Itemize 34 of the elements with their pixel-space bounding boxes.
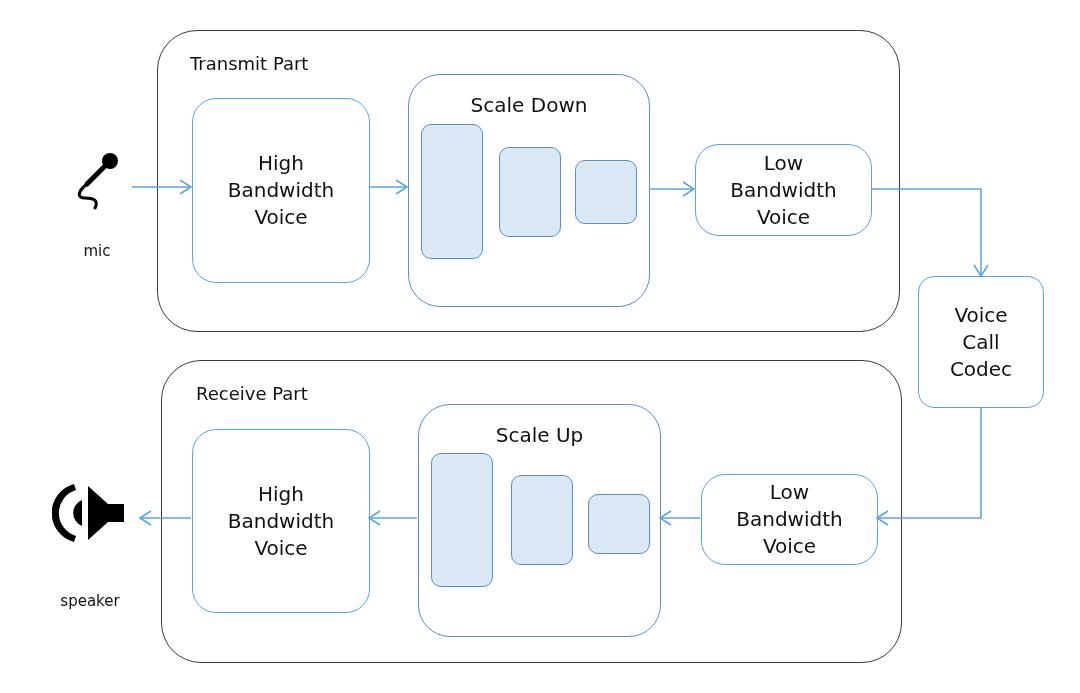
arrow	[368, 179, 408, 195]
filter-block	[588, 494, 650, 554]
group-title: Receive Part	[196, 383, 308, 404]
stage-box	[418, 404, 661, 637]
filter-block	[421, 124, 483, 259]
arrow	[659, 510, 701, 526]
filter-block	[575, 160, 637, 224]
stage-box	[408, 74, 650, 307]
filter-block	[431, 453, 493, 587]
icon-label: speaker	[60, 592, 120, 610]
arrow	[139, 510, 192, 526]
process-box	[918, 276, 1044, 408]
stage-title: Scale Up	[494, 423, 585, 447]
process-box	[192, 429, 370, 613]
box-text: Low Bandwidth Voice	[730, 149, 837, 231]
stage-title: Scale Down	[469, 93, 589, 117]
filter-block	[499, 147, 561, 237]
box-text: Low Bandwidth Voice	[736, 479, 843, 560]
arrow	[876, 407, 982, 526]
filter-block	[511, 475, 573, 565]
arrow	[648, 181, 695, 197]
group-panel	[161, 360, 902, 663]
arrow	[870, 188, 989, 277]
process-box	[695, 144, 872, 236]
group-title: Transmit Part	[190, 53, 309, 74]
box-text: High Bandwidth Voice	[227, 150, 335, 231]
group-panel	[157, 30, 900, 332]
arrow	[131, 179, 192, 195]
process-box	[192, 98, 370, 283]
icon-label: mic	[83, 242, 111, 260]
box-text: Voice Call Codec	[949, 301, 1013, 383]
process-box	[701, 474, 878, 565]
box-text: High Bandwidth Voice	[227, 480, 335, 562]
arrow	[368, 510, 418, 526]
